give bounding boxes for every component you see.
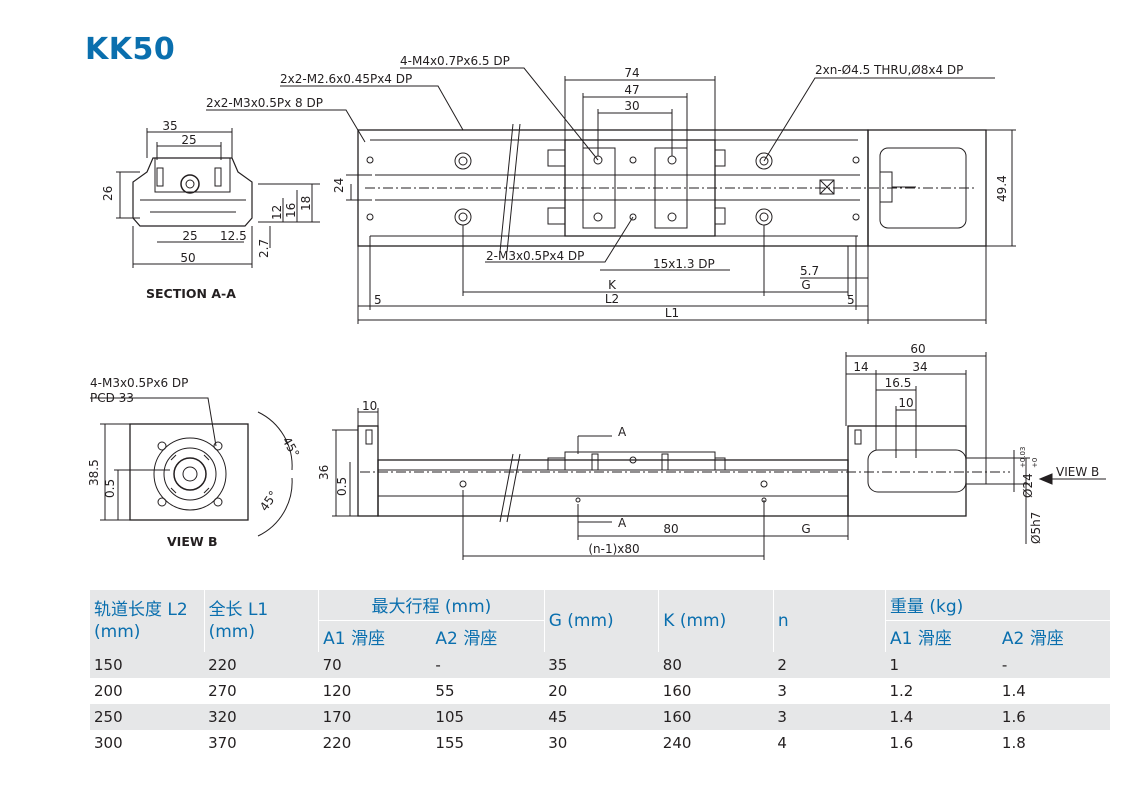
col-stroke-a2: A2 滑座	[431, 619, 545, 652]
col-g: G (mm)	[543, 590, 659, 652]
dim-5-left: 5	[374, 293, 382, 307]
section-a-top: A	[618, 425, 627, 439]
col-weight: 重量 (kg)	[884, 590, 1110, 620]
dim-12: 12	[270, 205, 284, 220]
dim-36: 36	[317, 465, 331, 480]
tap-m26-label: 2x2-M2.6x0.45Px4 DP	[280, 72, 412, 86]
dim-24: 24	[332, 178, 346, 193]
angle-45-top: 45°	[279, 435, 302, 460]
dim-d24: Ø24	[1021, 473, 1035, 498]
dim-60: 60	[910, 342, 925, 356]
table-row: 200 270 120 55 20 160 3 1.2 1.4	[94, 682, 1026, 700]
thru-holes	[366, 152, 860, 226]
tap-m4-label: 4-M4x0.7Px6.5 DP	[400, 54, 510, 68]
col-stroke-a1: A1 滑座	[318, 619, 432, 652]
view-b-arrow-label: VIEW B	[1056, 465, 1099, 479]
section-aa-label: SECTION A-A	[146, 286, 236, 301]
dim-34: 34	[912, 360, 927, 374]
col-max-stroke: 最大行程 (mm)	[318, 590, 545, 620]
thru-holes-label: 2xn-Ø4.5 THRU,Ø8x4 DP	[815, 63, 963, 77]
col-n: n	[772, 590, 886, 652]
col-weight-a2: A2 滑座	[997, 619, 1110, 652]
dim-l1: L1	[665, 306, 679, 320]
dim-16: 16	[284, 203, 298, 218]
dim-74: 74	[624, 66, 639, 80]
dim-30: 30	[624, 99, 639, 113]
section-a-a-view	[116, 128, 320, 268]
dim-5-right: 5	[847, 293, 855, 307]
dim-38-5: 38.5	[87, 459, 101, 486]
col-weight-a1: A1 滑座	[884, 619, 998, 652]
dim-g: G	[801, 278, 810, 292]
tap-m3-pcd-label: 4-M3x0.5Px6 DP	[90, 376, 188, 390]
section-a-bot: A	[618, 516, 627, 530]
dim-g2: G	[801, 522, 810, 536]
view-b-label: VIEW B	[167, 534, 218, 549]
page-title: KK50	[85, 32, 176, 67]
dim-35: 35	[162, 119, 177, 133]
dim-l2: L2	[605, 292, 619, 306]
technical-drawing: SECTION A-A 35 25 25 12.5 50 26 12 16 18…	[87, 54, 1106, 560]
col-total-length: 全长 L1 (mm)	[203, 590, 319, 652]
tap-m3-8-label: 2x2-M3x0.5Px 8 DP	[206, 96, 323, 110]
tol-d24-lower: +0	[1031, 458, 1039, 468]
top-view	[206, 67, 1016, 324]
dim-49-4: 49.4	[995, 175, 1009, 202]
slot-label: 15x1.3 DP	[653, 257, 715, 271]
dim-14: 14	[853, 360, 868, 374]
dim-80: 80	[663, 522, 678, 536]
dim-10-left: 10	[362, 399, 377, 413]
dim-26: 26	[101, 186, 115, 201]
side-view	[332, 352, 1106, 560]
dim-16-5: 16.5	[885, 376, 912, 390]
table-row: 150 220 70 - 35 80 2 1 -	[90, 652, 1110, 678]
dim-25-top: 25	[181, 133, 196, 147]
dim-47: 47	[624, 83, 639, 97]
tap-m3-4-label: 2-M3x0.5Px4 DP	[486, 249, 584, 263]
dim-18: 18	[299, 196, 313, 211]
dim-25-bot: 25	[182, 229, 197, 243]
dim-5-7: 5.7	[800, 264, 819, 278]
col-rail-length: 轨道长度 L2 (mm)	[90, 590, 205, 652]
table-row: 250 320 170 105 45 160 3 1.4 1.6	[90, 704, 1110, 730]
spec-table: 轨道长度 L2 (mm) 全长 L1 (mm) 最大行程 (mm) G (mm)…	[90, 590, 1110, 756]
dim-50: 50	[180, 251, 195, 265]
dim-0-5-left: 0.5	[103, 479, 117, 498]
col-k: K (mm)	[658, 590, 774, 652]
tol-d24-upper: +0.03	[1019, 447, 1027, 468]
dim-10-right: 10	[898, 396, 913, 410]
dim-k: K	[608, 278, 617, 292]
dim-0-5-mid: 0.5	[335, 477, 349, 496]
dim-2-7: 2.7	[257, 239, 271, 258]
dim-d5h7: Ø5h7	[1029, 512, 1043, 544]
pcd-label: PCD 33	[90, 391, 134, 405]
dim-n80: (n-1)x80	[588, 542, 639, 556]
table-row: 300 370 220 155 30 240 4 1.6 1.8	[94, 734, 1026, 752]
dim-12-5: 12.5	[220, 229, 247, 243]
view-b	[90, 397, 293, 537]
angle-45-bot: 45°	[257, 488, 281, 513]
